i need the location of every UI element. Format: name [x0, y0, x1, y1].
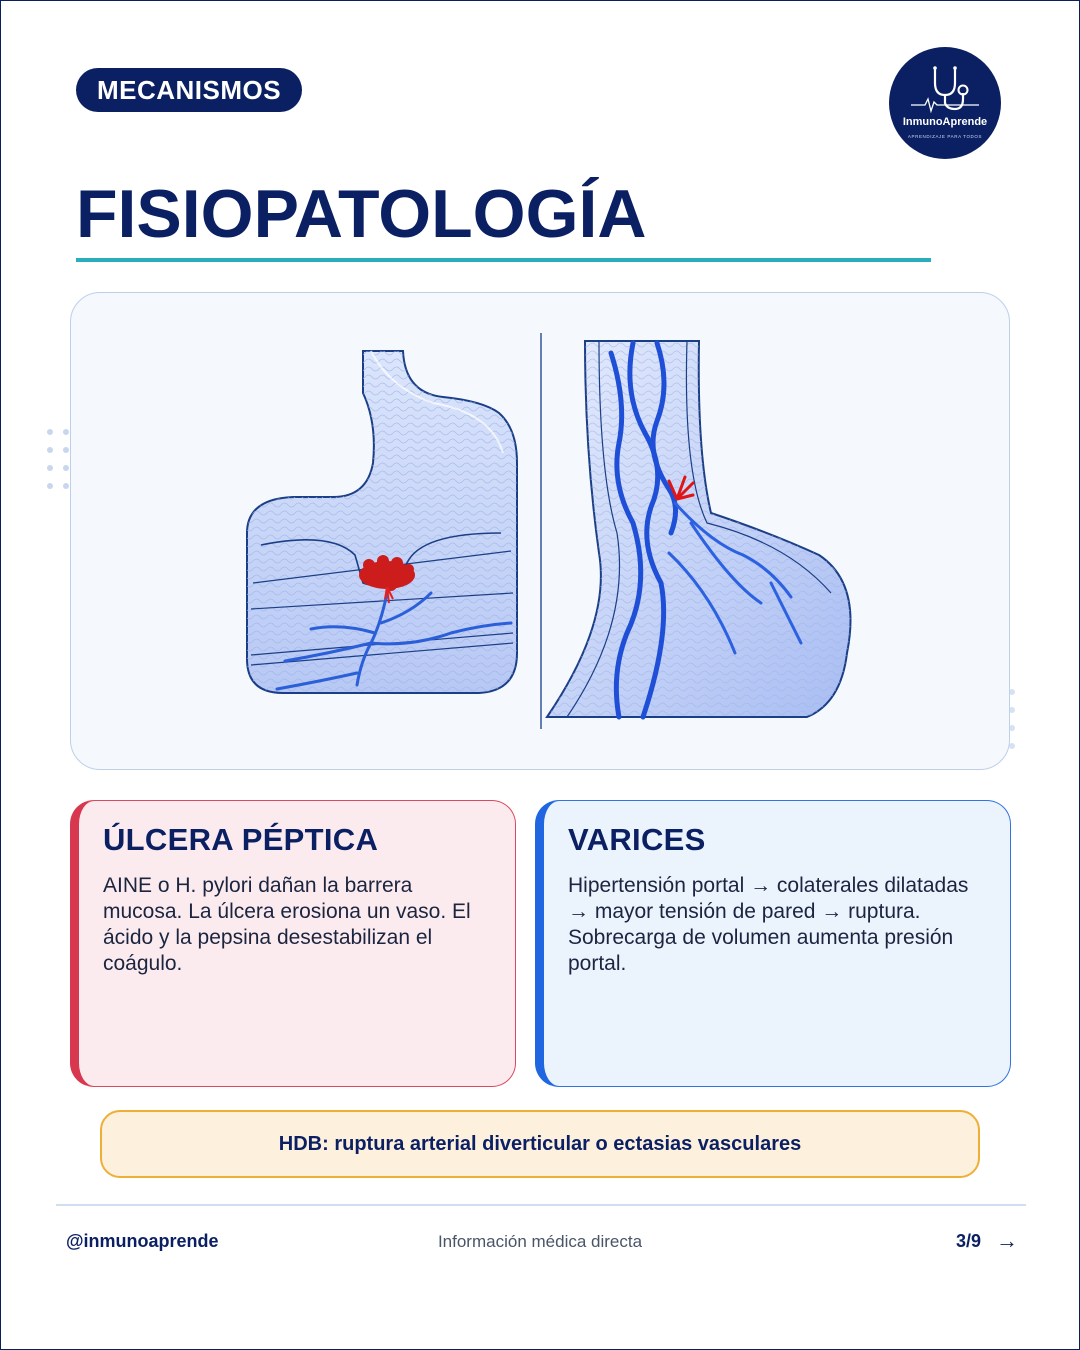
footer-tagline: Información médica directa [437, 1232, 643, 1251]
footer-divider [56, 1204, 1026, 1206]
section-badge: MECANISMOS [76, 68, 302, 112]
decorative-dots-right [1009, 689, 1015, 749]
varices-card-title: VARICES [568, 822, 706, 857]
peptic-ulcer-bleeding-illustration [246, 350, 518, 694]
decorative-dots-left [47, 429, 69, 489]
note-text: HDB: ruptura arterial diverticular o ect… [278, 1132, 802, 1155]
next-arrow-icon[interactable]: → [996, 1228, 1018, 1253]
page-title: FISIOPATOLOGÍA [76, 176, 647, 252]
esophageal-varices-illustration [545, 340, 852, 720]
varices-card: VARICES Hipertensión portal → colaterale… [535, 800, 1011, 1087]
social-handle[interactable]: @inmunoaprende [66, 1231, 219, 1251]
peptic-ulcer-card-body: AINE o H. pylori dañan la barrera mucosa… [103, 874, 471, 975]
illustration-panel [70, 292, 1010, 770]
page-indicator: 3/9 [956, 1231, 982, 1251]
lower-gi-bleeding-note: HDB: ruptura arterial diverticular o ect… [100, 1110, 980, 1178]
logo-tagline: APRENDIZAJE PARA TODOS [907, 134, 983, 139]
peptic-ulcer-card: ÚLCERA PÉPTICA AINE o H. pylori dañan la… [70, 800, 516, 1087]
peptic-ulcer-card-title: ÚLCERA PÉPTICA [103, 822, 379, 857]
brand-logo: InmunoAprende APRENDIZAJE PARA TODOS [889, 47, 1001, 159]
title-underline [76, 258, 931, 262]
logo-wordmark: InmunoAprende [902, 116, 988, 128]
stethoscope-icon [911, 66, 979, 114]
varices-card-body: Hipertensión portal → colaterales dilata… [568, 874, 969, 975]
